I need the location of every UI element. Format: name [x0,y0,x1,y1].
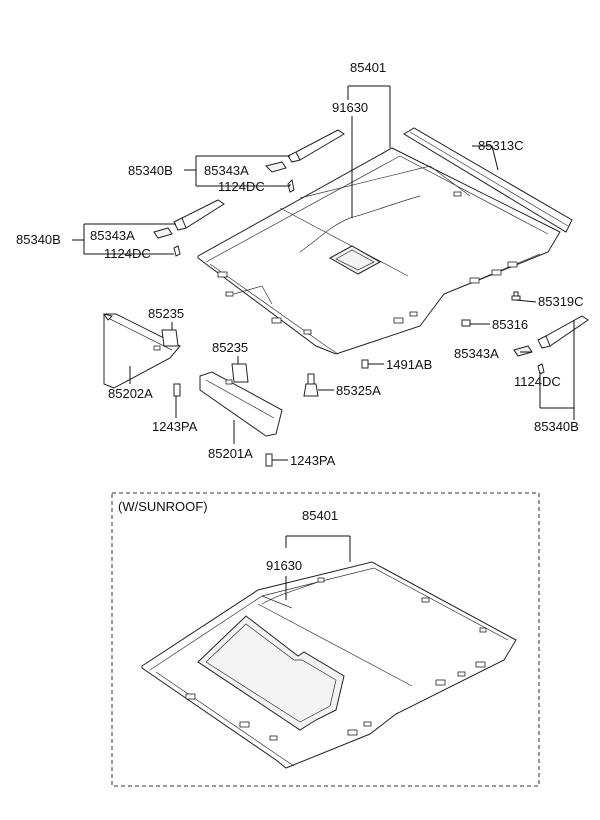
label-85343a-upper: 85343A [204,163,249,178]
sunroof-headlining-panel [141,561,517,769]
label-1243pa-left: 1243PA [152,419,198,434]
headlining-panel [197,147,561,355]
label-85401: 85401 [350,60,386,75]
label-85340b-right: 85340B [534,419,579,434]
label-sunroof-85401: 85401 [302,508,338,523]
sun-visor-left [102,313,181,389]
label-sunroof-title: (W/SUNROOF) [118,499,208,514]
visor-holder-right [231,363,249,383]
label-85202a: 85202A [108,386,153,401]
label-1124dc-lower: 1124DC [104,246,151,261]
label-91630: 91630 [332,100,368,115]
leader-lines-main [72,85,575,461]
visor-screw-right [265,453,273,467]
label-85319c: 85319C [538,294,584,309]
label-85313c: 85313C [478,138,524,153]
clip-85316 [461,319,471,327]
roof-trim-rail [403,127,573,233]
label-85343a-right: 85343A [454,346,499,361]
assist-grip-right [513,315,589,375]
clip-85325a [303,373,319,397]
label-1491ab: 1491AB [386,357,432,372]
sunroof-inset-frame [111,492,540,787]
label-85325a: 85325A [336,383,381,398]
label-85201a: 85201A [208,446,253,461]
assist-grip-left-rear [265,129,345,193]
main-labels: 85401 91630 85313C 85340B 85343A 1124DC … [16,60,584,468]
label-1124dc-upper: 1124DC [218,179,265,194]
clip-1491ab [361,359,369,369]
label-85343a-lower: 85343A [90,228,135,243]
clip-85319c [511,291,521,301]
wiring-harness [299,195,421,253]
label-85340b-lower: 85340B [16,232,61,247]
label-1243pa-right: 1243PA [290,453,336,468]
sun-visor-right [199,371,283,437]
label-85340b-upper: 85340B [128,163,173,178]
label-85235-left: 85235 [148,306,184,321]
leader-lines-sunroof [285,535,351,600]
assist-grip-left-front [153,199,225,257]
visor-screw-left [173,383,181,397]
label-85235-right: 85235 [212,340,248,355]
label-85316: 85316 [492,317,528,332]
label-sunroof-91630: 91630 [266,558,302,573]
label-1124dc-right: 1124DC [514,374,561,389]
sunroof-wiring-harness [261,581,319,605]
visor-holder-left [161,329,179,347]
